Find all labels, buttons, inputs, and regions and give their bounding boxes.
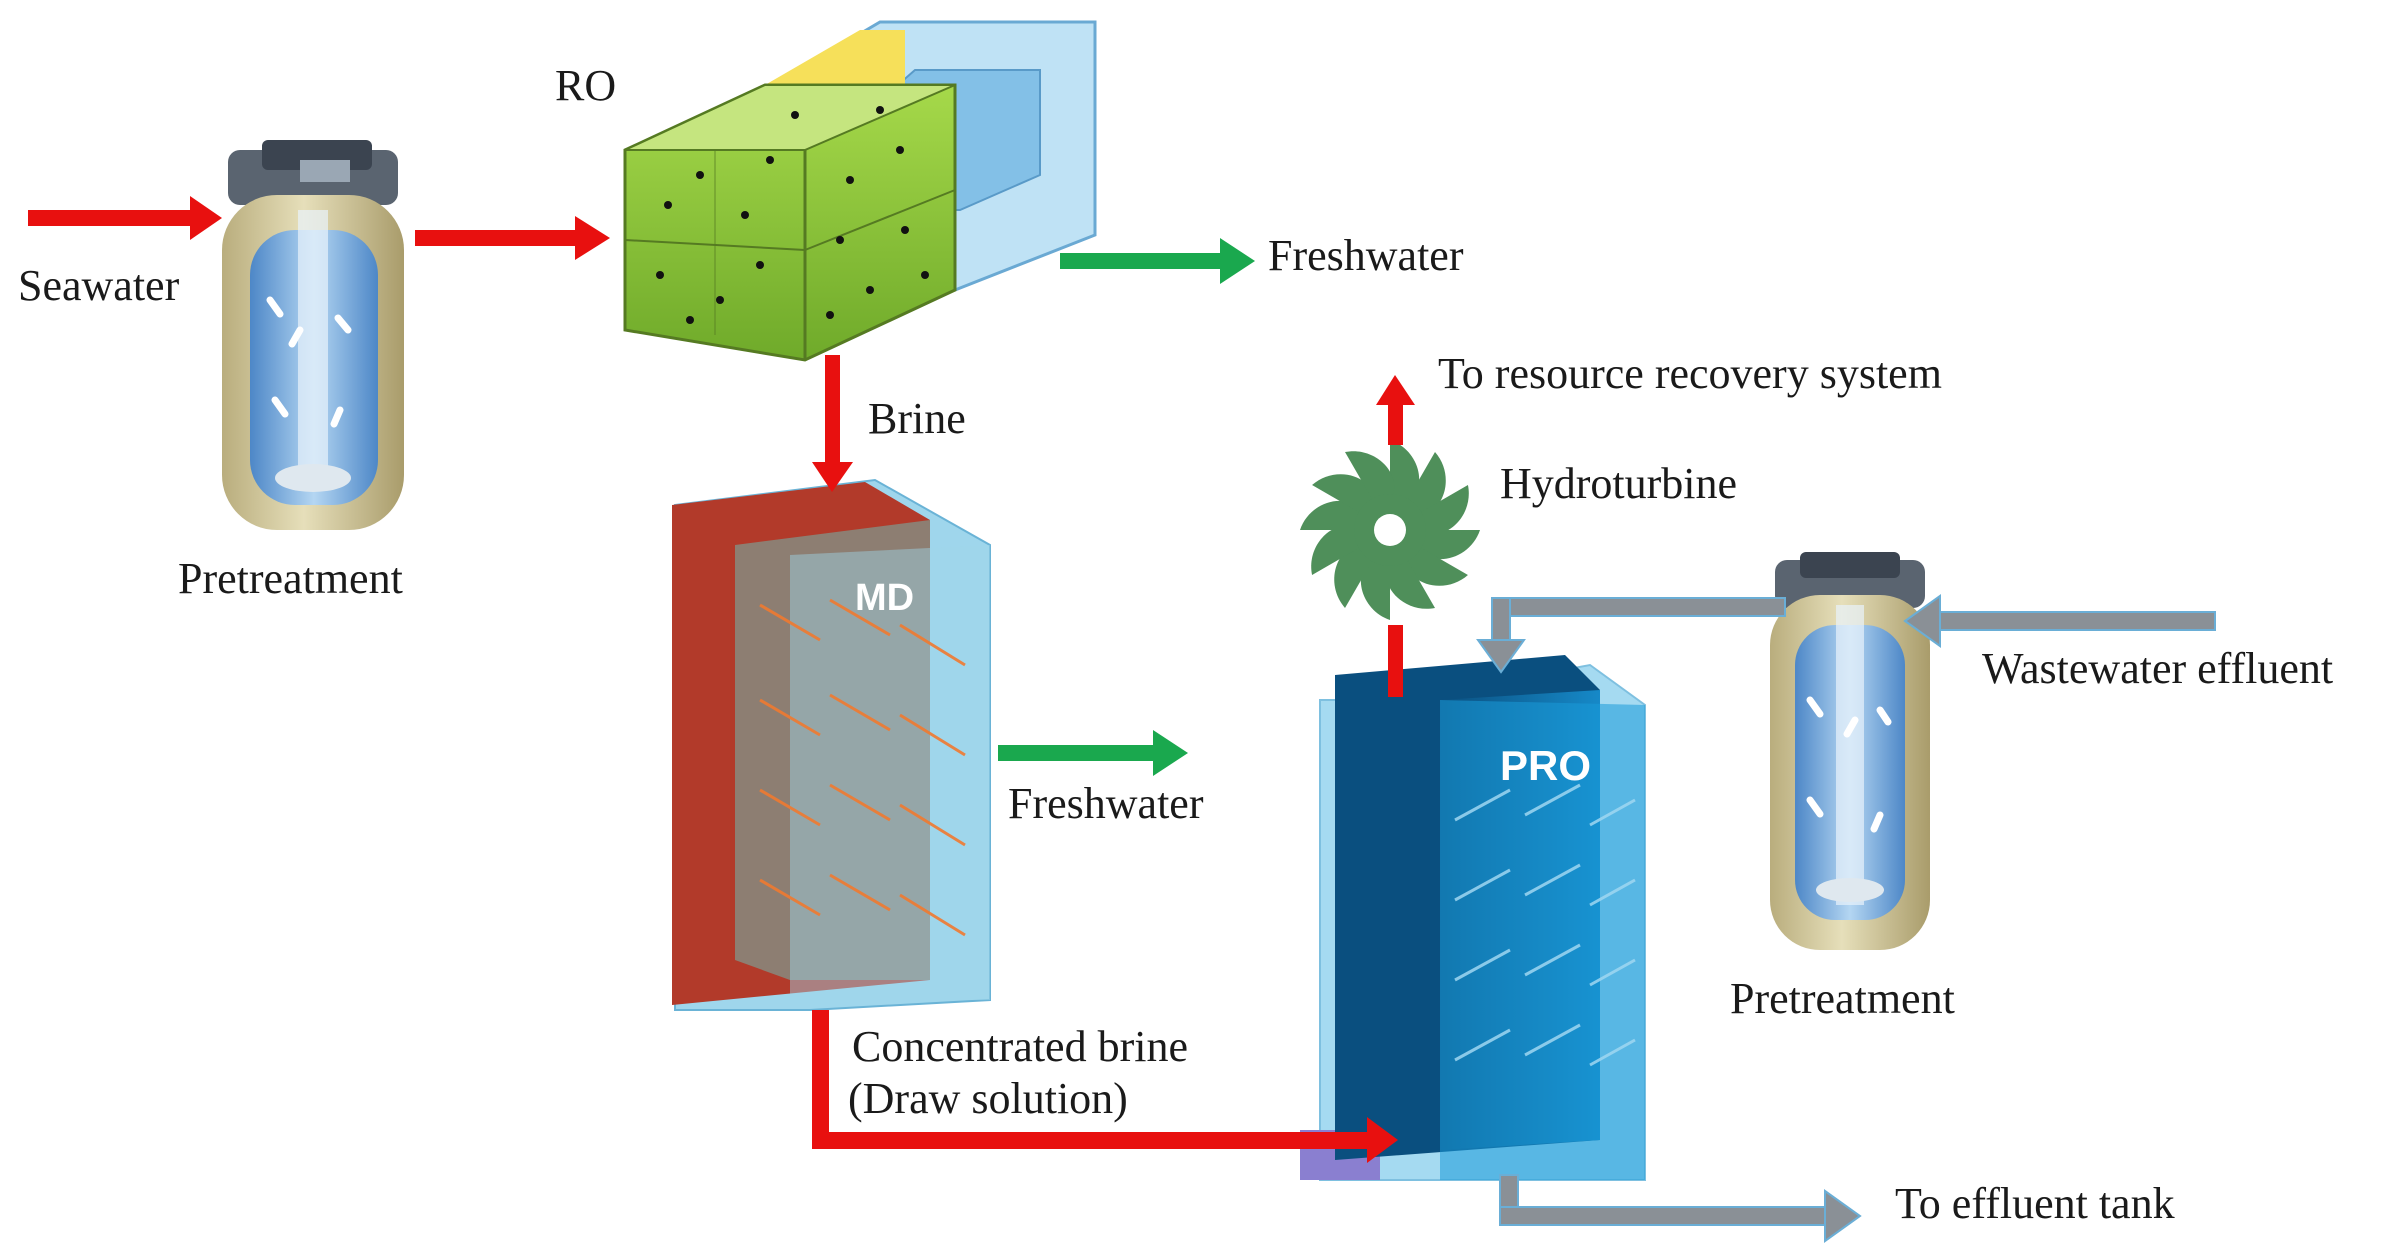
draw-solution-label: (Draw solution) (848, 1074, 1128, 1123)
brine-arrow (812, 355, 853, 492)
pretreated-seawater-arrow (415, 216, 610, 260)
pretreatment-tank-left-icon (222, 140, 404, 530)
hydroturbine-icon (1300, 440, 1480, 620)
seawater-inlet-arrow (28, 196, 222, 240)
brine-label: Brine (868, 394, 966, 443)
md-label: MD (855, 577, 914, 619)
pro-module-icon: PRO (1300, 655, 1646, 1181)
pro-to-turbine-arrow (1388, 625, 1403, 697)
md-freshwater-label: Freshwater (1008, 779, 1204, 828)
concentrated-brine-label: Concentrated brine (852, 1022, 1188, 1071)
pretreatment-right-label: Pretreatment (1730, 974, 1955, 1023)
effluent-tank-label: To effluent tank (1895, 1179, 2175, 1228)
pretreatment-left-label: Pretreatment (178, 554, 403, 603)
seawater-label: Seawater (18, 261, 180, 310)
wastewater-effluent-label: Wastewater effluent (1982, 644, 2334, 693)
pretreated-wastewater-arrow (1476, 597, 1786, 674)
resource-recovery-label: To resource recovery system (1438, 349, 1942, 398)
ro-module-icon (623, 20, 1097, 362)
concentrated-brine-arrow (812, 1010, 1398, 1163)
hydroturbine-label: Hydroturbine (1500, 459, 1738, 508)
md-freshwater-arrow (998, 730, 1188, 776)
ro-freshwater-arrow (1060, 238, 1255, 284)
wastewater-inlet-arrow (1903, 594, 2216, 648)
pretreatment-tank-right-icon (1770, 552, 1930, 950)
md-module-icon: MD (672, 478, 991, 1011)
pro-label: PRO (1500, 742, 1591, 789)
ro-freshwater-label: Freshwater (1268, 231, 1464, 280)
ro-label: RO (555, 61, 617, 110)
resource-recovery-arrow (1376, 375, 1415, 445)
effluent-tank-arrow (1499, 1174, 1862, 1243)
